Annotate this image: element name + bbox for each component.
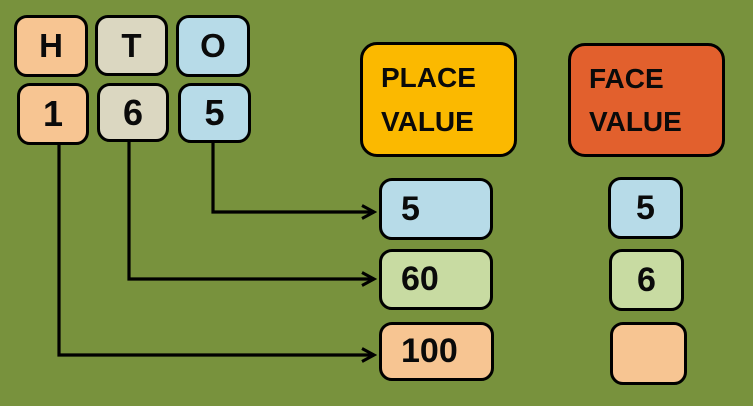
arrow-hundreds-to-place-value — [57, 144, 374, 355]
place-value-header: PLACE VALUE — [360, 42, 517, 157]
digit-hundreds: 1 — [17, 83, 89, 145]
column-label-hundreds: H — [14, 15, 88, 77]
face-value-hundreds — [610, 322, 687, 385]
face-value-ones: 5 — [608, 177, 683, 239]
arrow-tens-to-place-value — [127, 141, 374, 279]
column-label-ones: O — [176, 15, 250, 77]
arrow-ones-to-place-value — [211, 142, 374, 212]
column-label-tens: T — [95, 15, 168, 76]
place-value-hundreds: 100 — [379, 322, 494, 381]
place-value-ones: 5 — [379, 178, 493, 240]
digit-tens: 6 — [97, 83, 169, 142]
digit-ones: 5 — [178, 83, 251, 143]
place-value-tens: 60 — [379, 249, 493, 310]
face-value-tens: 6 — [609, 249, 684, 311]
face-value-header: FACE VALUE — [568, 43, 725, 157]
